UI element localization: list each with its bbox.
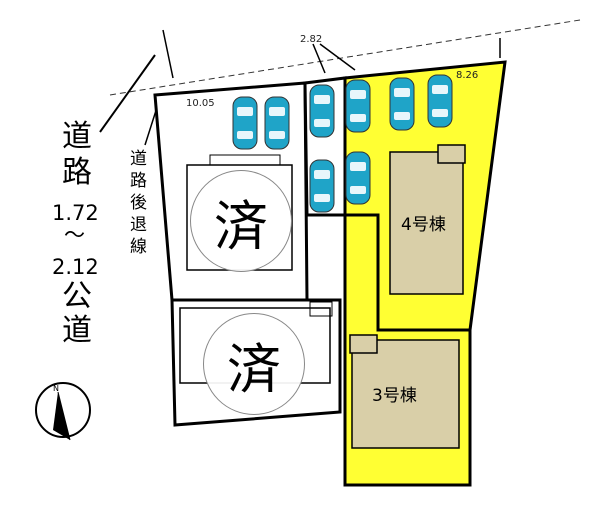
car-icon xyxy=(232,96,258,150)
car-icon xyxy=(345,151,371,205)
road-width-separator: ～ xyxy=(64,223,85,247)
building-4 xyxy=(389,151,464,295)
road-leader-line xyxy=(99,54,156,133)
road-label-char: 道 xyxy=(62,119,92,154)
building-4-porch xyxy=(437,144,466,164)
frontage-left-dimension: 10.05 xyxy=(186,98,215,109)
north-compass xyxy=(35,382,91,441)
road-width-from: 1.72 xyxy=(52,201,99,225)
road-label-char: 路 xyxy=(62,155,92,190)
car-icon xyxy=(309,84,335,138)
car-icon xyxy=(309,159,335,213)
road-label-char: 公 xyxy=(62,279,92,314)
sold-marker-upper: 済 xyxy=(190,170,292,272)
building-3 xyxy=(351,339,460,449)
frontage-right-dimension: 8.26 xyxy=(456,70,479,81)
north-label: N xyxy=(53,384,59,393)
road-width-to: 2.12 xyxy=(52,255,99,279)
passage-leader-left xyxy=(312,43,326,74)
parking-cars xyxy=(232,74,453,213)
setback-label-char: 退 xyxy=(130,215,147,235)
sold-marker-lower: 済 xyxy=(203,313,305,415)
road-edge-tick xyxy=(162,29,174,79)
passage-width-dimension: 2.82 xyxy=(300,34,323,45)
sold-building-lower-porch xyxy=(309,301,333,317)
building-3-label: 3号棟 xyxy=(372,386,417,406)
setback-label-char: 道 xyxy=(130,149,147,169)
road-label-char: 道 xyxy=(62,313,92,348)
setback-label-char: 線 xyxy=(130,237,147,257)
building-4-label: 4号棟 xyxy=(401,215,446,235)
setback-label-char: 後 xyxy=(130,193,147,213)
car-icon xyxy=(345,79,371,133)
setback-label-char: 路 xyxy=(130,171,147,191)
sold-building-upper-porch xyxy=(209,154,281,166)
building-3-porch xyxy=(349,334,378,354)
car-icon xyxy=(427,74,453,128)
passage-leader-right xyxy=(319,43,356,71)
car-icon xyxy=(264,96,290,150)
car-icon xyxy=(389,77,415,131)
